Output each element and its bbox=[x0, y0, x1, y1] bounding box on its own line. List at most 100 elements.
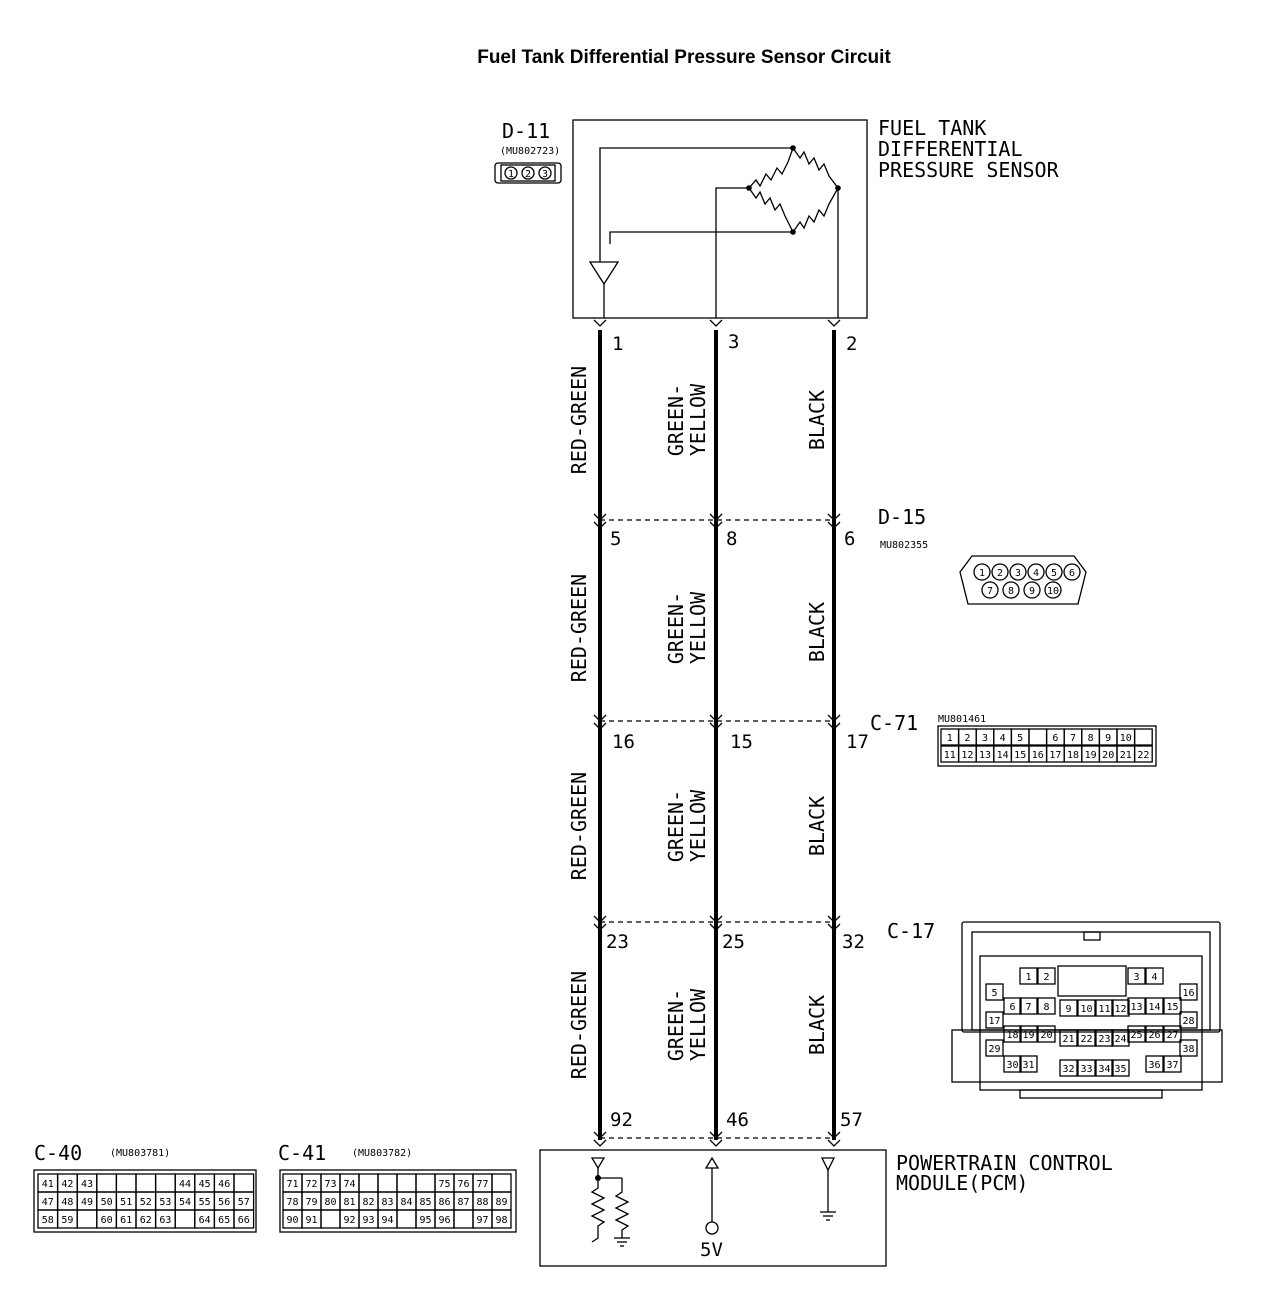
c40-pin-label: 61 bbox=[120, 1215, 132, 1226]
connector-chevron bbox=[709, 915, 723, 923]
c40-cell bbox=[154, 1173, 176, 1193]
c17-cell bbox=[1145, 1025, 1164, 1043]
c17-pin-label: 7 bbox=[1025, 1002, 1031, 1013]
c17-pin-label: 23 bbox=[1098, 1034, 1110, 1045]
c41-pin-label: 75 bbox=[438, 1179, 450, 1190]
d15-pin bbox=[981, 581, 999, 599]
wire-color-label: RED-GREEN bbox=[567, 971, 591, 1079]
supply-terminal-icon bbox=[705, 1221, 719, 1235]
pcm-label-line1: POWERTRAIN CONTROL bbox=[896, 1151, 1113, 1175]
d15-pin-label: 8 bbox=[1008, 586, 1014, 597]
c40-pin-label: 58 bbox=[42, 1215, 54, 1226]
connector-chevron bbox=[709, 1139, 723, 1147]
c17-cell bbox=[1003, 1055, 1022, 1073]
sensor-signal-trace bbox=[599, 147, 793, 262]
wire-color-label: YELLOW bbox=[686, 988, 710, 1061]
wire-color-label: GREEN- bbox=[664, 384, 688, 456]
c40-pin-label: 41 bbox=[42, 1179, 54, 1190]
connector-chevron bbox=[593, 319, 607, 327]
sensor-label-line3: PRESSURE SENSOR bbox=[878, 158, 1060, 182]
pin-number: 2 bbox=[846, 333, 857, 355]
connector-chevron bbox=[827, 923, 841, 931]
c17-cell bbox=[1163, 1025, 1182, 1043]
pin-number: 1 bbox=[612, 333, 623, 355]
c17-pin-label: 6 bbox=[1009, 1002, 1015, 1013]
c41-pin-label: 94 bbox=[381, 1215, 393, 1226]
c17-pin-label: 20 bbox=[1040, 1030, 1052, 1041]
c17-cell bbox=[985, 1011, 1004, 1029]
sensor-label-line2: DIFFERENTIAL bbox=[878, 137, 1023, 161]
c40-cell bbox=[96, 1173, 118, 1193]
c17-cell bbox=[1019, 1055, 1038, 1073]
c17-connector-id: C-17 bbox=[887, 919, 935, 943]
c17-pin-label: 22 bbox=[1080, 1034, 1092, 1045]
c41-pin-label: 93 bbox=[362, 1215, 374, 1226]
c17-pin-label: 9 bbox=[1065, 1004, 1071, 1015]
c17-pin-label: 35 bbox=[1114, 1064, 1126, 1075]
c41-pin-label: 74 bbox=[343, 1179, 355, 1190]
c17-cell bbox=[1019, 967, 1038, 985]
connector-chevron bbox=[709, 319, 723, 327]
c17-cell bbox=[1111, 1029, 1130, 1047]
c41-pin-label: 76 bbox=[457, 1179, 469, 1190]
connector-chevron bbox=[593, 923, 607, 931]
sensor-supply-trace bbox=[715, 187, 749, 318]
pin-number: 8 bbox=[726, 528, 737, 550]
c40-pin-label: 50 bbox=[101, 1197, 113, 1208]
c17-pin-label: 17 bbox=[988, 1016, 1000, 1027]
c17-cell bbox=[1127, 1025, 1146, 1043]
c41-pin-label: 73 bbox=[324, 1179, 336, 1190]
pin-number: 17 bbox=[846, 731, 869, 753]
wire-color-label: YELLOW bbox=[686, 591, 710, 664]
c17-cell bbox=[1163, 997, 1182, 1015]
connector-breaks bbox=[593, 319, 841, 1147]
c17-pin-label: 28 bbox=[1182, 1016, 1194, 1027]
c40-pin-label: 45 bbox=[199, 1179, 211, 1190]
c41-cell bbox=[396, 1173, 417, 1193]
pin-number: 23 bbox=[606, 931, 629, 953]
d15-pin bbox=[1044, 581, 1062, 599]
c71-pin-label: 3 bbox=[982, 733, 988, 744]
c17-cell bbox=[1037, 1025, 1056, 1043]
connector-chevron bbox=[709, 923, 723, 931]
c17-cell bbox=[1095, 999, 1114, 1017]
c17-cell bbox=[1077, 1059, 1096, 1077]
c40-pin-label: 60 bbox=[101, 1215, 113, 1226]
d15-connector-part: MU802355 bbox=[880, 540, 928, 551]
c17-pin-label: 24 bbox=[1114, 1034, 1126, 1045]
connector-chevron bbox=[827, 319, 841, 327]
wire-color-label: RED-GREEN bbox=[567, 772, 591, 880]
ground-icon bbox=[820, 1211, 836, 1221]
d15-pin bbox=[1023, 581, 1041, 599]
d15-pin bbox=[991, 563, 1009, 581]
c17-pin-label: 38 bbox=[1182, 1044, 1194, 1055]
d15-pin bbox=[1009, 563, 1027, 581]
c17-pin-label: 30 bbox=[1006, 1060, 1018, 1071]
ground-arrow-icon bbox=[820, 1157, 836, 1172]
c41-pin-label: 86 bbox=[438, 1197, 450, 1208]
c17-cell bbox=[1019, 1025, 1038, 1043]
supply-arrow-icon bbox=[704, 1156, 720, 1169]
c17-cell bbox=[1095, 1029, 1114, 1047]
d15-pin-label: 10 bbox=[1047, 586, 1059, 597]
c17-cell bbox=[1059, 1059, 1078, 1077]
d15-pin-label: 7 bbox=[987, 586, 993, 597]
c17-pin-label: 32 bbox=[1062, 1064, 1074, 1075]
c71-connector-id: C-71 bbox=[870, 711, 918, 735]
connector-chevron bbox=[827, 915, 841, 923]
c17-pin-label: 29 bbox=[988, 1044, 1000, 1055]
c17-pin-label: 21 bbox=[1062, 1034, 1074, 1045]
fuel-tank-pressure-sensor bbox=[572, 119, 868, 319]
c17-cell bbox=[1163, 1055, 1182, 1073]
c40-pin-label: 46 bbox=[218, 1179, 230, 1190]
c17-cell bbox=[985, 983, 1004, 1001]
c41-cell bbox=[453, 1209, 474, 1229]
c17-cell bbox=[1095, 1059, 1114, 1077]
resistor-r2 bbox=[792, 147, 839, 189]
c71-pin-label: 14 bbox=[997, 750, 1009, 761]
c40-pin-label: 64 bbox=[199, 1215, 211, 1226]
d15-pin bbox=[1027, 563, 1045, 581]
c41-cell bbox=[396, 1209, 417, 1229]
